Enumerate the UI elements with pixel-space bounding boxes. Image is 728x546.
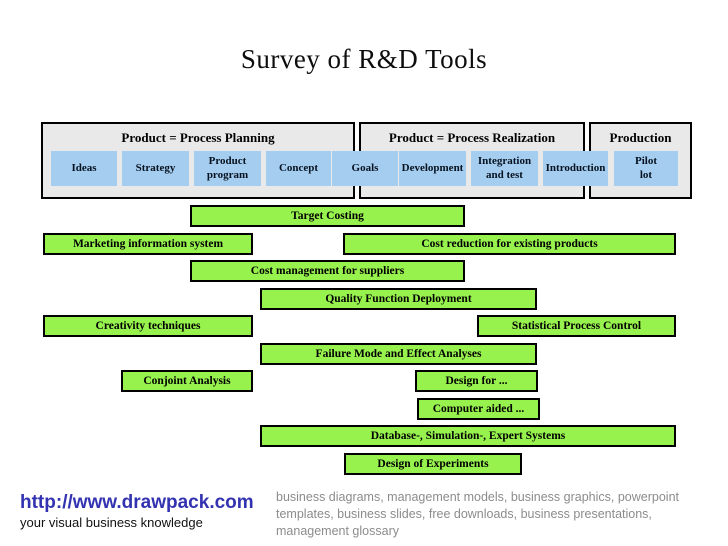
tool-design-of-experiments: Design of Experiments [344, 453, 522, 475]
tool-computer-aided: Computer aided ... [417, 398, 540, 420]
milestone-strategy: Strategy [122, 151, 189, 186]
milestone-development: Development [399, 151, 466, 186]
tool-design-for: Design for ... [415, 370, 538, 392]
milestone-pilot-lot: Pilot lot [614, 151, 678, 186]
tool-statistical-process-control: Statistical Process Control [477, 315, 676, 337]
drawpack-url-link[interactable]: http://www.drawpack.com [20, 492, 254, 513]
phase-title: Product = Process Planning [121, 130, 275, 145]
phase-title: Product = Process Realization [388, 130, 556, 145]
tool-failure-mode-and-effect-analyses: Failure Mode and Effect Analyses [260, 343, 537, 365]
page-title: Survey of R&D Tools [240, 44, 488, 74]
milestone-introduction: Introduction [543, 151, 608, 186]
tool-cost-management-for-suppliers: Cost management for suppliers [190, 260, 465, 282]
tool-target-costing: Target Costing [190, 205, 465, 227]
tool-cost-reduction-for-existing-products: Cost reduction for existing products [343, 233, 676, 255]
tool-conjoint-analysis: Conjoint Analysis [121, 370, 253, 392]
milestone-ideas: Ideas [51, 151, 117, 186]
milestone-integration-and-test: Integration and test [471, 151, 538, 186]
footer: http://www.drawpack.com your visual busi… [0, 486, 728, 546]
milestone-product-program: Product program [194, 151, 261, 186]
milestone-goals: Goals [332, 151, 398, 186]
milestone-concept: Concept [266, 151, 331, 186]
tool-database-simulation-expert-systems: Database-, Simulation-, Expert Systems [260, 425, 676, 447]
tool-quality-function-deployment: Quality Function Deployment [260, 288, 537, 310]
phase-title: Production [609, 130, 672, 145]
tool-creativity-techniques: Creativity techniques [43, 315, 253, 337]
footer-tagline: your visual business knowledge [20, 515, 203, 530]
footer-description: business diagrams, management models, bu… [276, 490, 679, 538]
tool-marketing-information-system: Marketing information system [43, 233, 253, 255]
